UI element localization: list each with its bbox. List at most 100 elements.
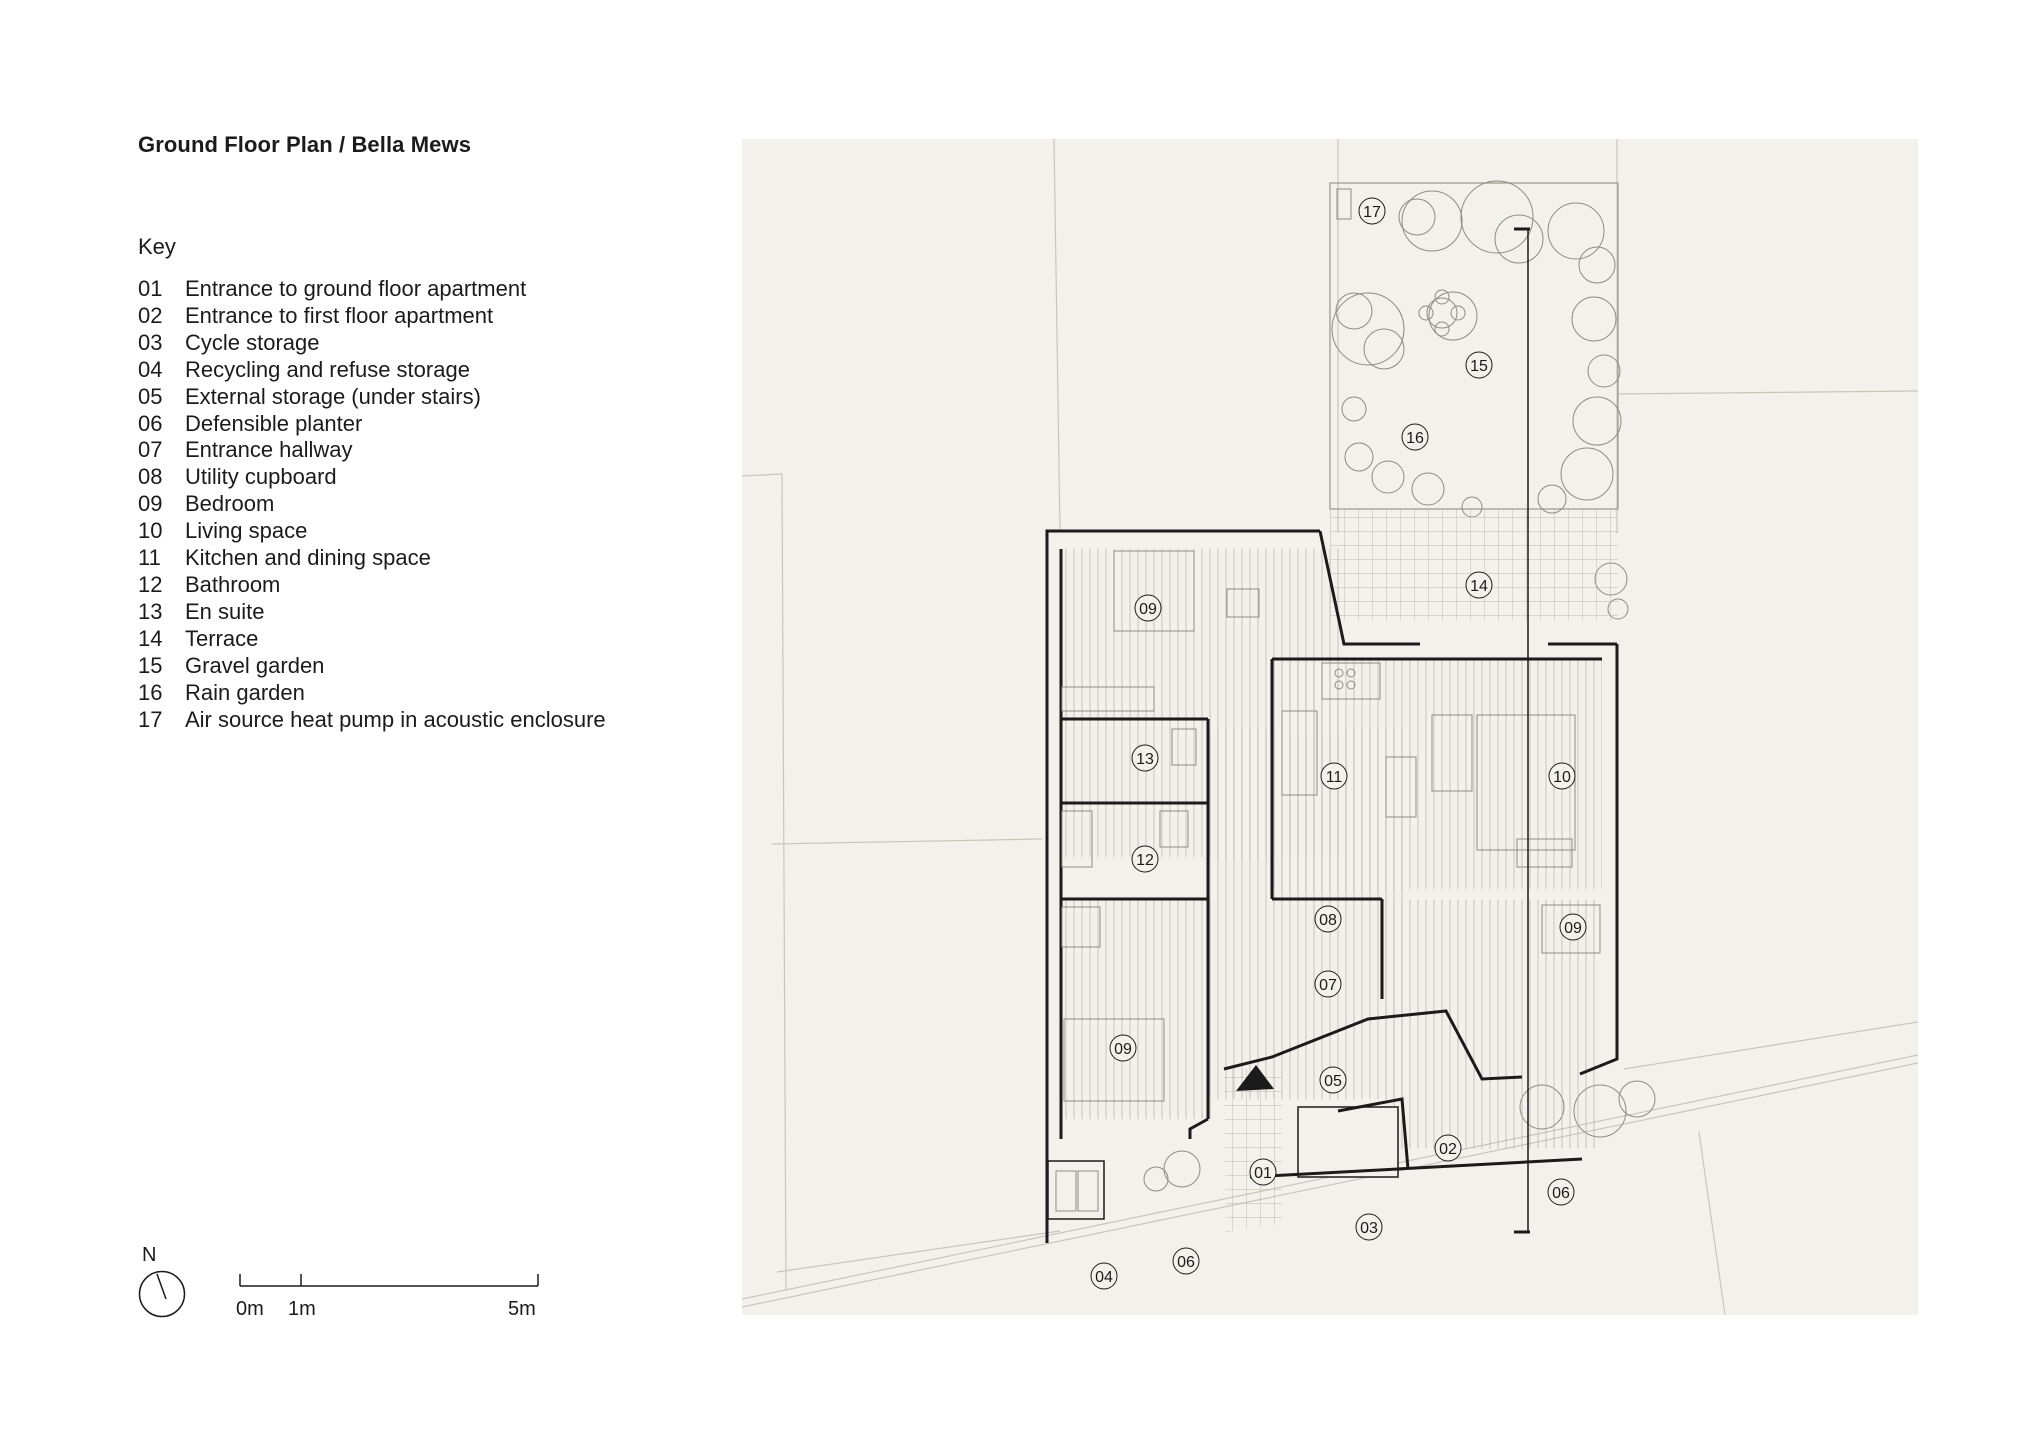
tag-label: 01 xyxy=(1254,1165,1272,1182)
tag-09-c: 09 xyxy=(1109,1034,1137,1062)
key-item: 15 Gravel garden xyxy=(138,653,606,680)
key-item-label: Defensible planter xyxy=(185,410,363,436)
key-item: 10 Living space xyxy=(138,518,606,545)
tag-06-a: 06 xyxy=(1547,1178,1575,1206)
key-item-label: Rain garden xyxy=(185,679,305,705)
key-item: 11 Kitchen and dining space xyxy=(138,545,606,572)
tag-label: 06 xyxy=(1552,1185,1570,1202)
cycle-storage-frame xyxy=(1297,1106,1399,1178)
key-item-number: 07 xyxy=(138,437,163,463)
key-item: 17 Air source heat pump in acoustic enclo… xyxy=(138,707,606,734)
tag-label: 13 xyxy=(1136,751,1154,768)
key-item-label: Entrance hallway xyxy=(185,437,353,463)
tag-label: 15 xyxy=(1470,358,1488,375)
key-item-label: Gravel garden xyxy=(185,652,325,678)
tag-09-a: 09 xyxy=(1134,594,1162,622)
tag-label: 03 xyxy=(1360,1220,1378,1237)
tag-label: 17 xyxy=(1363,204,1381,221)
tag-07: 07 xyxy=(1314,970,1342,998)
tag-09-b: 09 xyxy=(1559,913,1587,941)
key-item-number: 05 xyxy=(138,383,163,409)
scale-label-5m: 5m xyxy=(508,1298,536,1320)
key-item: 02 Entrance to first floor apartment xyxy=(138,303,606,330)
section-line xyxy=(1514,227,1530,1234)
key-item-label: External storage (under stairs) xyxy=(185,383,481,409)
tag-label: 02 xyxy=(1439,1141,1457,1158)
key-item-number: 15 xyxy=(138,652,163,678)
key-item-label: Kitchen and dining space xyxy=(185,545,431,571)
refuse-bins xyxy=(1055,1170,1099,1212)
tag-14: 14 xyxy=(1465,571,1493,599)
floor-finish xyxy=(1062,549,1602,1149)
key-item-number: 02 xyxy=(138,302,163,328)
tag-label: 09 xyxy=(1564,920,1582,937)
terrace-paving xyxy=(1330,509,1618,621)
key-item-label: Living space xyxy=(185,518,308,544)
tag-label: 08 xyxy=(1319,912,1337,929)
north-label: N xyxy=(142,1244,157,1266)
tag-13: 13 xyxy=(1131,744,1159,772)
key-item: 03 Cycle storage xyxy=(138,330,606,357)
key-item-label: Utility cupboard xyxy=(185,464,337,490)
floor-plan-svg: 17 15 16 14 09 11 10 13 12 08 09 07 09 0… xyxy=(742,139,1918,1315)
north-arrow: N xyxy=(138,1244,188,1318)
tag-04: 04 xyxy=(1090,1262,1118,1290)
tag-15: 15 xyxy=(1465,351,1493,379)
entrance-paving xyxy=(1224,1069,1282,1232)
building-walls xyxy=(1045,529,1619,1243)
tag-label: 09 xyxy=(1139,601,1157,618)
tag-label: 16 xyxy=(1406,430,1424,447)
tag-02: 02 xyxy=(1434,1134,1462,1162)
key-item: 13 En suite xyxy=(138,599,606,626)
key-item-number: 06 xyxy=(138,410,163,436)
key-item-label: Air source heat pump in acoustic enclosu… xyxy=(185,706,606,732)
heat-pump-enclosure xyxy=(1336,188,1352,220)
key-item-number: 09 xyxy=(138,491,163,517)
tag-11: 11 xyxy=(1320,762,1348,790)
scale-label-1m: 1m xyxy=(288,1298,316,1320)
floor-plan-drawing: 17 15 16 14 09 11 10 13 12 08 09 07 09 0… xyxy=(742,139,1918,1315)
key-item-label: Bathroom xyxy=(185,571,281,597)
key-item-label: Terrace xyxy=(185,625,259,651)
tag-01: 01 xyxy=(1249,1158,1277,1186)
key-heading: Key xyxy=(138,234,176,259)
key-item: 05 External storage (under stairs) xyxy=(138,384,606,411)
key-item-label: Cycle storage xyxy=(185,329,320,355)
key-item: 16 Rain garden xyxy=(138,680,606,707)
tag-label: 11 xyxy=(1326,769,1343,786)
key-item-number: 13 xyxy=(138,598,163,624)
entrance-arrow-icon xyxy=(1236,1065,1274,1091)
key-item: 06 Defensible planter xyxy=(138,411,606,438)
tag-06-b: 06 xyxy=(1172,1247,1200,1275)
tag-label: 06 xyxy=(1177,1254,1195,1271)
tag-label: 07 xyxy=(1319,977,1337,994)
key-item-number: 04 xyxy=(138,356,163,382)
key-item: 12 Bathroom xyxy=(138,572,606,599)
scale-bar-graphic xyxy=(239,1274,539,1287)
scale-label-0m: 0m xyxy=(236,1298,264,1320)
key-item-number: 10 xyxy=(138,518,163,544)
tag-03: 03 xyxy=(1355,1213,1383,1241)
key-item-label: Entrance to first floor apartment xyxy=(185,302,494,328)
tag-label: 12 xyxy=(1136,852,1154,869)
key-item-label: En suite xyxy=(185,598,265,624)
key-item-number: 17 xyxy=(138,706,163,732)
tag-label: 09 xyxy=(1114,1041,1132,1058)
key-item-number: 12 xyxy=(138,571,163,597)
key-item-number: 16 xyxy=(138,679,163,705)
site-context-lines xyxy=(742,139,1918,1315)
key-item-number: 11 xyxy=(138,545,161,571)
tag-label: 10 xyxy=(1553,769,1571,786)
tag-label: 04 xyxy=(1095,1269,1113,1286)
key-item-number: 03 xyxy=(138,329,163,355)
tag-17: 17 xyxy=(1358,197,1386,225)
tag-12: 12 xyxy=(1131,845,1159,873)
key-item-label: Bedroom xyxy=(185,491,275,517)
planting xyxy=(1143,180,1656,1192)
key-item-label: Entrance to ground floor apartment xyxy=(185,276,527,301)
key-item: 07 Entrance hallway xyxy=(138,437,606,464)
